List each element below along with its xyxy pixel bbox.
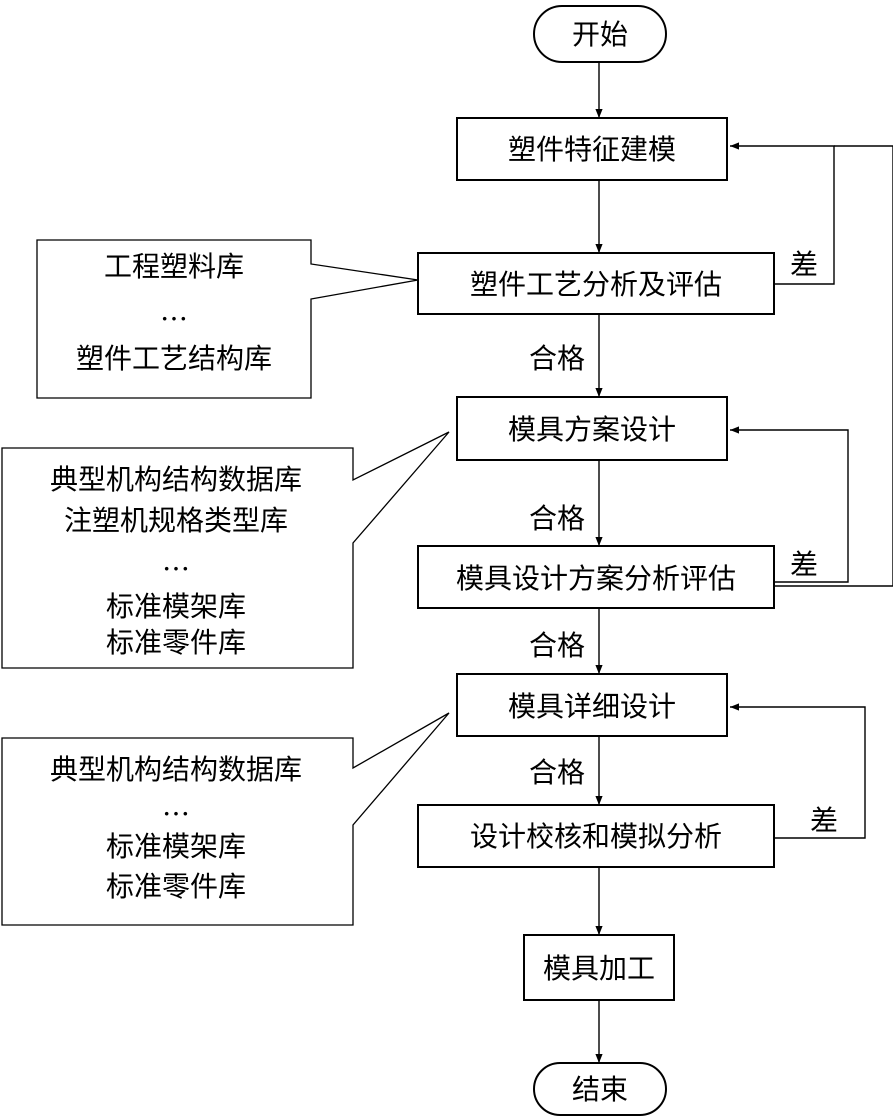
- node-check-simulation: 设计校核和模拟分析: [417, 804, 775, 868]
- note2-line-3: …: [162, 544, 190, 577]
- node-process-analysis: 塑件工艺分析及评估: [417, 252, 775, 315]
- node-detail-design: 模具详细设计: [456, 673, 728, 737]
- note-detail-library: 典型机构结构数据库 … 标准模架库 标准零件库: [1, 712, 450, 926]
- edge-label-pass-1: 合格: [529, 342, 585, 375]
- note1-line-3: 塑件工艺结构库: [76, 342, 272, 375]
- note3-line-3: 标准模架库: [106, 830, 246, 863]
- node-start-label: 开始: [572, 18, 628, 51]
- edge-label-fail-2: 差: [790, 548, 818, 581]
- node-end: 结束: [533, 1062, 667, 1116]
- node-scheme-design: 模具方案设计: [456, 396, 728, 461]
- loop-outer-evaluation: [774, 145, 893, 587]
- note2-line-4: 标准模架库: [106, 590, 246, 623]
- node-machining-label: 模具加工: [543, 952, 655, 985]
- node-scheme-evaluation: 模具设计方案分析评估: [417, 545, 775, 609]
- note3-line-2: …: [162, 789, 190, 822]
- edge-label-fail-1: 差: [790, 248, 818, 281]
- node-process-analysis-label: 塑件工艺分析及评估: [470, 268, 722, 301]
- node-feature-modeling: 塑件特征建模: [456, 117, 728, 181]
- note2-line-2: 注塑机规格类型库: [64, 504, 288, 537]
- loop-evaluation-to-scheme: [730, 426, 849, 583]
- note-scheme-library: 典型机构结构数据库 注塑机规格类型库 … 标准模架库 标准零件库: [1, 431, 450, 669]
- note1-line-1: 工程塑料库: [104, 250, 244, 283]
- edge-label-fail-3: 差: [810, 804, 838, 837]
- node-feature-modeling-label: 塑件特征建模: [508, 133, 676, 166]
- node-start: 开始: [533, 5, 667, 63]
- note2-line-1: 典型机构结构数据库: [50, 463, 302, 496]
- node-scheme-evaluation-label: 模具设计方案分析评估: [456, 562, 736, 595]
- node-scheme-design-label: 模具方案设计: [508, 413, 676, 446]
- node-machining: 模具加工: [523, 934, 675, 1001]
- note3-line-1: 典型机构结构数据库: [50, 753, 302, 786]
- note2-line-5: 标准零件库: [106, 626, 246, 659]
- feedback-loops: [730, 142, 893, 839]
- edge-label-pass-4: 合格: [529, 756, 585, 789]
- note1-line-2: …: [160, 294, 188, 327]
- loop-analysis-to-modeling: [730, 142, 835, 285]
- node-end-label: 结束: [572, 1073, 628, 1106]
- note-material-library: 工程塑料库 … 塑件工艺结构库: [36, 239, 419, 399]
- loop-check-to-detail: [730, 703, 866, 839]
- node-detail-design-label: 模具详细设计: [508, 690, 676, 723]
- edge-label-pass-3: 合格: [529, 629, 585, 662]
- note3-line-4: 标准零件库: [106, 870, 246, 903]
- node-check-simulation-label: 设计校核和模拟分析: [470, 820, 722, 853]
- edge-label-pass-2: 合格: [529, 502, 585, 535]
